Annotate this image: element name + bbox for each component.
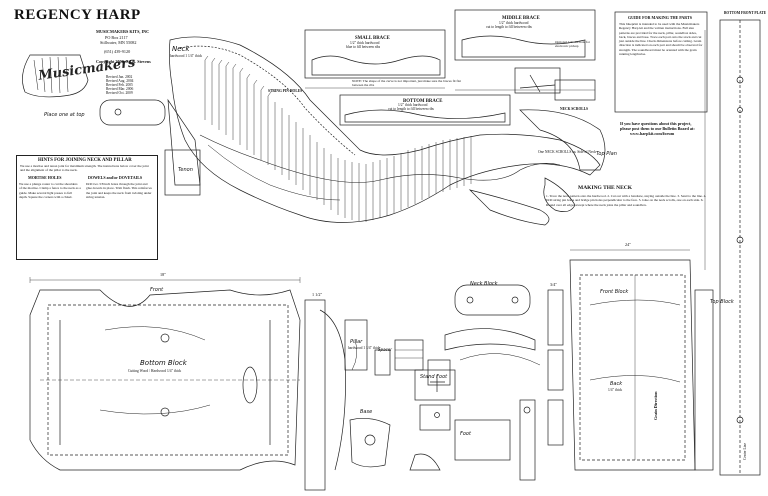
dim-3-4: 3/4" (550, 282, 558, 287)
making-heading: MAKING THE NECK (578, 185, 632, 191)
place-here-note: Place one at top (44, 112, 85, 118)
neck-label: Neck (172, 45, 190, 53)
top-block-label: Top Block (710, 299, 734, 305)
dowel-text: Drill two 3/8 inch holes through the joi… (86, 182, 152, 199)
hints-heading: HINTS FOR JOINING NECK AND PILLAR (38, 158, 132, 163)
questions-l1: If you have questions about this project… (620, 121, 692, 126)
tenon-piece (454, 284, 531, 316)
bottom-block-sub: Cutting Wood / Hardwood 1/4" thick (128, 369, 182, 373)
neck-scroll-label: NECK SCROLLS (560, 107, 589, 111)
string-holes-label: STRING PIN HOLES (268, 89, 303, 93)
middle-brace-box (454, 9, 596, 61)
front-block-label: Front Block (600, 289, 629, 295)
hints-box (16, 155, 158, 260)
optional-hole-note: Optional 1/2" dia hole for electronic pi… (555, 40, 590, 49)
page-title: REGENCY HARP (14, 7, 141, 23)
top-plan-label: Top Plan (596, 151, 617, 157)
maker-line2: PO Box 2117 (105, 35, 128, 40)
maker-line3: Stillwater, MN 55082 (100, 40, 137, 45)
mortise-text: We use a plunge router to cut the should… (19, 182, 81, 199)
small-brace-l2: blue to fill between ribs (346, 45, 381, 49)
bottom-brace-l1: 1/2" thick hardwood (398, 103, 428, 107)
mortise-title: MORTISE HOLES (28, 175, 62, 180)
revision-4: Revised Mar. 2006 (106, 87, 134, 91)
dim-18: 18" (160, 272, 166, 277)
spacer-label: Spacer (378, 347, 392, 352)
maker-copyright: Copyright 2000 © J.R. Stevens (96, 59, 151, 64)
bottom-front-label: BOTTOM FRONT PLATE (724, 11, 767, 15)
middle-brace-title: MIDDLE BRACE (502, 16, 540, 21)
small-brace-box (304, 29, 446, 79)
bottom-brace-l2: cut to length to fill between ribs (388, 107, 434, 111)
forum-link[interactable]: www.harpkit.com/forum (630, 131, 675, 136)
back-sub: 1/4" thick (608, 388, 623, 392)
foot-label: Foot (460, 431, 471, 437)
grain-direction-label: Grain Direction (653, 391, 658, 420)
instructions-text: This blueprint is intended to be used wi… (619, 22, 703, 56)
revision-1: Revised Jan. 2002 (106, 75, 133, 79)
bottom-brace-box (339, 94, 511, 126)
center-line-label: Center Line (743, 442, 747, 460)
front-label: Front (150, 287, 164, 293)
middle-brace-l1: 1/2" thick hardwood (499, 21, 529, 25)
brace-note: NOTE: The shape of the curve is not impo… (352, 79, 461, 88)
pillar-label: Pillar (350, 339, 363, 345)
maker-line1: MUSICMAKERS KITS, INC (96, 29, 150, 34)
revision-2: Revised Aug. 2004 (106, 79, 134, 83)
bottom-block-outline (29, 289, 301, 471)
middle-brace-l2: cut to length to fill between ribs (486, 25, 532, 29)
hints-intro: We use a mortise and tenon joint for max… (20, 164, 149, 173)
neck-sub: hardwood 1 1/4" thick (170, 54, 203, 58)
neck-block-label: Neck Block (470, 281, 498, 287)
maker-phone: (651) 439-9120 (104, 49, 131, 54)
instruction-box (614, 11, 708, 113)
dim-24: 24" (625, 242, 631, 247)
base-label: Base (360, 409, 373, 415)
small-brace-title: SMALL BRACE (355, 36, 390, 41)
making-text: 1. Trace the neck pattern onto the hardw… (546, 194, 707, 207)
back-piece-outline (569, 259, 696, 471)
small-brace-l1: 1/2" thick hardwood (350, 41, 380, 45)
bottom-brace-title: BOTTOM BRACE (403, 99, 443, 104)
one-neck-label: One NECK SCROLLS ea. Side of Neck (538, 150, 596, 154)
instructions-heading: GUIDE FOR MAKING THE PARTS (628, 15, 692, 20)
dowel-title: DOWELS and/or DOVETAILS (88, 175, 143, 180)
pillar-shape (304, 299, 326, 491)
dim-1-5: 1 1/2" (312, 292, 323, 297)
bottom-block-label: Bottom Block (140, 359, 187, 367)
neck-outline (168, 36, 601, 223)
revision-5: Revised Oct. 2009 (106, 91, 133, 95)
revision-3: Revised Feb. 2005 (106, 83, 133, 87)
questions-l2: please post them to our Bulletin Board a… (620, 126, 695, 131)
back-label: Back (610, 381, 623, 387)
logo-harp-icon (22, 54, 89, 98)
neck-tenon-shape (99, 99, 166, 126)
tenon-label: Tenon (178, 167, 193, 173)
stand-foot-label: Stand Foot (420, 374, 448, 380)
pillar-sub: hardwood 1 1/4" thick (348, 346, 381, 350)
